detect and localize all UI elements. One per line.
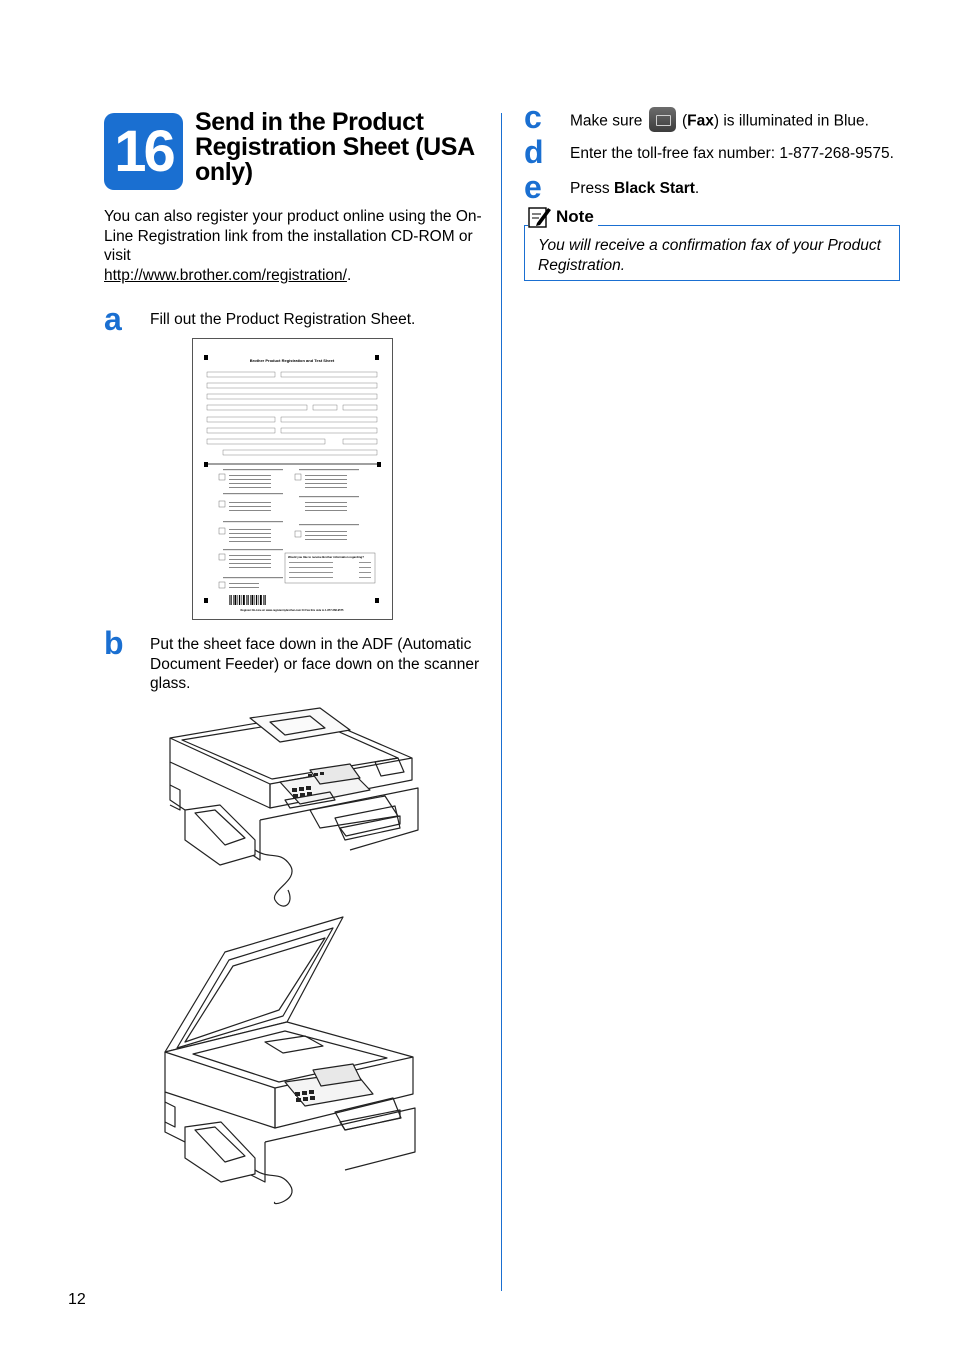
note-pencil-icon (528, 207, 551, 228)
intro-text: You can also register your product onlin… (104, 208, 482, 264)
substep-e-post: . (694, 180, 700, 197)
substep-c-bold: Fax (687, 112, 714, 130)
substep-letter-c: c (524, 99, 542, 135)
substep-letter-d: d (524, 134, 544, 170)
fax-button-icon (648, 107, 676, 132)
note-box (524, 225, 900, 281)
substep-b-text: Put the sheet face down in the ADF (Auto… (150, 636, 480, 692)
substep-c-pre: Make sure (570, 112, 643, 130)
sheet-footer: Register On-Line at: www.registermybroth… (241, 608, 345, 612)
substep-e-bold: Black Start (613, 180, 695, 197)
registration-link[interactable]: http://www.brother.com/registration/ (104, 266, 347, 284)
sheet-question: Would you like to receive Brother inform… (288, 555, 364, 559)
substep-d-text: Enter the toll-free fax number: 1-877-26… (570, 145, 894, 162)
substep-e-pre: Press (570, 180, 614, 197)
substep-a-text: Fill out the Product Registration Sheet. (150, 311, 416, 328)
intro-paragraph: You can also register your product onlin… (104, 207, 484, 285)
column-divider (501, 113, 502, 1291)
substep-c-post: ) is illuminated in Blue. (713, 112, 869, 130)
substep-e-text: Press Black Start. (570, 179, 900, 199)
substep-letter-a: a (104, 301, 122, 337)
substep-letter-b: b (104, 625, 124, 661)
sheet-title: Brother Product Registration and Test Sh… (250, 358, 335, 363)
page-number: 12 (68, 1291, 86, 1308)
step-number-badge: 16 (104, 113, 183, 190)
printer-adf-illustration (169, 707, 419, 907)
note-text: You will receive a confirmation fax of y… (538, 237, 881, 274)
substep-c-open: ( (682, 112, 688, 130)
registration-sheet-graphic: Brother Product Registration and Test Sh… (204, 355, 381, 612)
note-label: Note (556, 207, 594, 226)
substep-letter-e: e (524, 169, 542, 205)
intro-end: . (346, 266, 352, 284)
step-title: Send in the Product Registration Sheet (… (195, 108, 474, 186)
substep-c-text: Make sure (Fax) is illuminated in Blue. (570, 107, 900, 134)
note-header: Note (528, 205, 598, 229)
printer-scanner-glass-illustration (164, 916, 416, 1205)
registration-sheet-image: Brother Product Registration and Test Sh… (192, 338, 393, 620)
